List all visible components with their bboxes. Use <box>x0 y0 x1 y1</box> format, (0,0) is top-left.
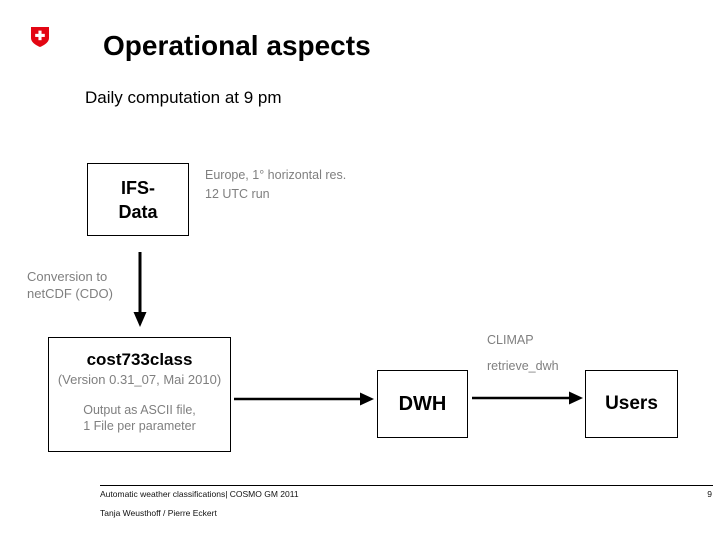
cost733class-output-note: Output as ASCII file, 1 File per paramet… <box>83 403 196 433</box>
footer-slide-title: Automatic weather classifications| COSMO… <box>100 489 299 499</box>
dwh-label: DWH <box>398 392 447 415</box>
page-title: Operational aspects <box>103 30 371 61</box>
flow-node-ifs-data: IFS- Data <box>87 163 189 236</box>
footer-divider <box>100 485 713 486</box>
footer-authors: Tanja Weusthoff / Pierre Eckert <box>100 508 217 518</box>
swiss-coat-of-arms-icon <box>31 27 49 47</box>
retrieve-dwh-label: retrieve_dwh <box>487 359 559 373</box>
page-number: 9 <box>707 489 712 499</box>
arrow-right-icon <box>234 392 374 406</box>
flow-node-dwh: DWH <box>377 370 468 438</box>
slide-subtitle: Daily computation at 9 pm <box>85 88 282 107</box>
ifs-data-label: IFS- Data <box>118 177 158 222</box>
cost733class-title: cost733class <box>86 350 193 369</box>
ifs-annotation: Europe, 1° horizontal res. 12 UTC run <box>205 168 347 201</box>
flow-node-users: Users <box>585 370 678 438</box>
arrow-down-icon <box>133 252 147 327</box>
flow-node-cost733class: cost733class (Version 0.31_07, Mai 2010)… <box>48 337 231 452</box>
cost733class-version: (Version 0.31_07, Mai 2010) <box>57 372 222 387</box>
climap-label: CLIMAP <box>487 333 534 347</box>
conversion-annotation: Conversion to netCDF (CDO) <box>27 269 113 301</box>
users-label: Users <box>605 393 658 414</box>
arrow-right-icon <box>472 391 583 405</box>
